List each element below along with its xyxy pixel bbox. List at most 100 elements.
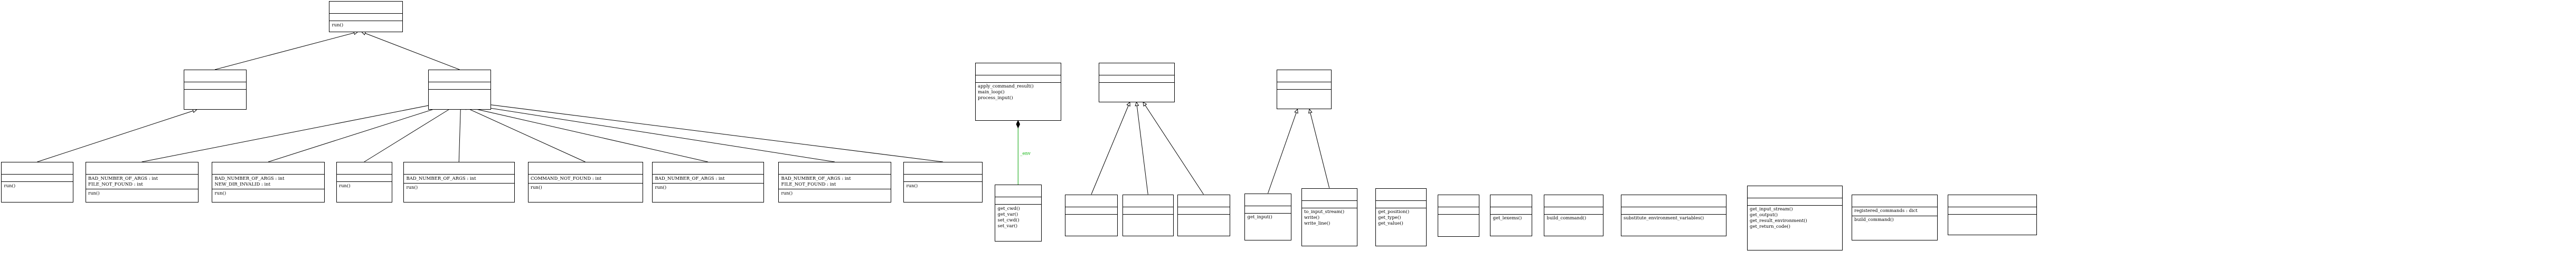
relation-CommandCd-SingleCommand: [268, 102, 456, 162]
method: run(): [781, 190, 793, 196]
class-CommandEcho: run(): [336, 162, 392, 202]
class-methods: get_lexems(): [1490, 214, 1532, 223]
class-name: [779, 162, 891, 174]
class-CommandAssignment: run(): [903, 162, 983, 202]
relation-OutputStream-BaseStream: [1309, 109, 1330, 188]
class-name: [1302, 189, 1357, 200]
class-methods: [1438, 214, 1479, 221]
class-Lexer: get_lexems(): [1490, 194, 1532, 236]
relation-CommandPwd-SingleCommand: [464, 106, 708, 162]
class-attributes: [975, 74, 1061, 82]
class-name: [404, 162, 514, 174]
method: run(): [531, 185, 542, 190]
relation-CommandExternal-SingleCommand: [463, 106, 586, 162]
method: get_return_code(): [1750, 224, 1790, 229]
method: main_loop(): [978, 90, 1005, 95]
class-name: [904, 162, 982, 174]
class-name: [1948, 195, 2037, 207]
inheritance-arrowhead: [361, 31, 366, 35]
class-attributes: [1277, 82, 1331, 89]
class-name: [429, 70, 490, 82]
class-attributes: [904, 174, 982, 181]
class-name: [1123, 195, 1174, 207]
class-methods: run(): [336, 181, 392, 190]
class-name: [1438, 195, 1479, 207]
class-Shell: apply_command_result()main_loop()process…: [975, 62, 1061, 121]
class-methods: run(): [653, 183, 763, 192]
class-attributes: [1065, 206, 1117, 214]
class-attributes: COMMAND_NOT_FOUND : int: [528, 174, 643, 183]
relation-CommandEcho-SingleCommand: [364, 103, 458, 162]
class-ShellException: [1099, 62, 1175, 102]
class-name: [976, 63, 1061, 75]
class-name: [995, 185, 1041, 197]
inheritance-arrowhead: [1126, 101, 1130, 107]
class-Environment: get_cwd()get_var()set_cwd()set_var(): [995, 185, 1042, 242]
method: build_command(): [1546, 216, 1587, 221]
method: get_result_environment(): [1750, 218, 1807, 224]
class-name: [337, 162, 392, 174]
attribute: BAD_NUMBER_OF_ARGS : int: [781, 176, 851, 181]
class-methods: run(): [528, 183, 643, 192]
class-attributes: BAD_NUMBER_OF_ARGS : int: [404, 174, 514, 183]
attribute: NEW_DIR_INVALID : int: [214, 181, 271, 187]
class-name: [2, 162, 73, 174]
class-ExitException: [1065, 194, 1118, 236]
class-attributes: [329, 13, 402, 21]
class-attributes: [1438, 206, 1479, 214]
method: set_var(): [997, 223, 1018, 229]
relation-CommandCat-SingleCommand: [141, 100, 453, 162]
class-attributes: [995, 197, 1041, 204]
relation-CommandAssignment-SingleCommand: [464, 101, 943, 162]
method: get_output(): [1750, 213, 1778, 218]
attribute: BAD_NUMBER_OF_ARGS : int: [406, 176, 476, 181]
class-attributes: [184, 82, 246, 89]
method: process_input(): [978, 95, 1013, 101]
inheritance-arrowhead: [1308, 108, 1313, 114]
method: build_command(): [1854, 217, 1894, 223]
class-Preprocessor: substitute_environment_variables(): [1620, 194, 1726, 236]
class-attributes: [1747, 197, 1842, 205]
attribute: FILE_NOT_FOUND : int: [88, 181, 143, 187]
class-methods: run(): [212, 189, 324, 198]
class-methods: [429, 89, 490, 97]
class-name: [184, 70, 246, 82]
method: run(): [339, 183, 351, 189]
class-methods: [1122, 214, 1173, 221]
class-methods: run(): [404, 183, 514, 192]
relation-InputStream-BaseStream: [1268, 109, 1298, 194]
class-RunnableCommand: run(): [329, 1, 403, 32]
class-attributes: [2, 174, 73, 181]
class-name: [1178, 195, 1230, 207]
class-name: [86, 162, 198, 174]
method: get_position(): [1378, 209, 1410, 215]
method: get_cwd(): [997, 206, 1020, 211]
class-InputStream: get_input(): [1244, 193, 1291, 240]
class-methods: run(): [329, 21, 402, 30]
class-name: [1099, 63, 1174, 75]
relation-label: _env: [1020, 151, 1031, 156]
method: apply_command_result(): [978, 84, 1034, 89]
method: get_lexems(): [1493, 216, 1522, 221]
method: get_input(): [1247, 215, 1272, 220]
class-methods: build_command(): [1544, 214, 1603, 223]
method: run(): [406, 185, 418, 190]
class-LexException: [1122, 194, 1174, 236]
method: run(): [906, 183, 918, 189]
attribute: FILE_NOT_FOUND : int: [781, 181, 836, 187]
class-attributes: [336, 174, 392, 181]
method: get_input_stream(): [1750, 207, 1793, 212]
class-attributes: [1122, 206, 1173, 214]
method: to_input_stream(): [1304, 209, 1345, 215]
method: write_line(): [1304, 221, 1331, 226]
class-name: [1544, 195, 1603, 207]
class-PreprocessorAutomataState: [1947, 194, 2037, 235]
method: get_type(): [1378, 215, 1401, 220]
class-name: [1065, 195, 1117, 207]
class-attributes: [1948, 206, 2036, 214]
